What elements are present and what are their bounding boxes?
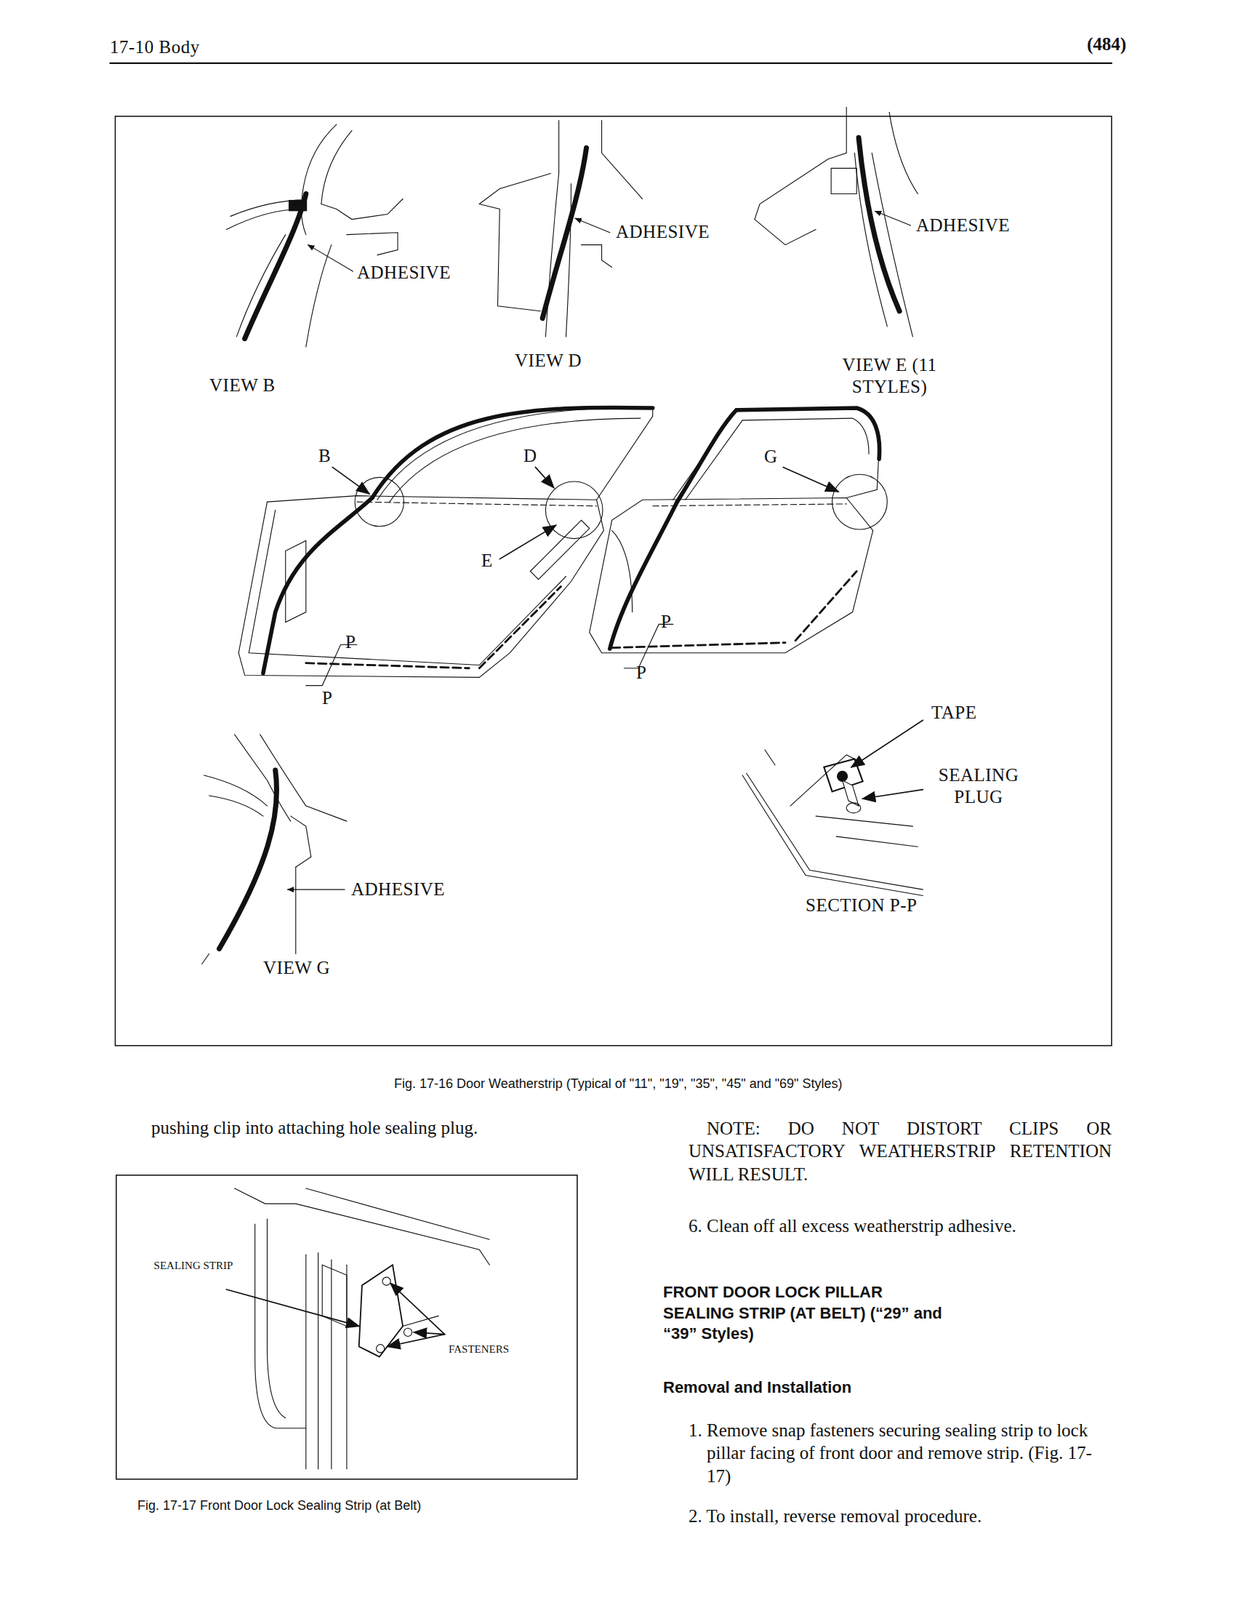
figure-frame — [114, 116, 1111, 1046]
note-text: NOTE: DO NOT DISTORT CLIPS OR UNSATISFAC… — [688, 1116, 1112, 1186]
section-pp-sketch — [742, 719, 923, 896]
view-letter: B — [318, 444, 331, 467]
figure-caption: Fig. 17-16 Door Weatherstrip (Typical of… — [394, 1076, 843, 1093]
part-label: SEALING PLUG — [922, 764, 1035, 808]
page-number: (484) — [1086, 33, 1127, 56]
view-letter: E — [481, 549, 493, 572]
view-label: VIEW G — [263, 956, 331, 979]
section-letter: P — [636, 661, 647, 684]
view-label: VIEW D — [514, 349, 582, 372]
page-header: 17-10 Body — [109, 36, 200, 59]
adhesive-callout: ADHESIVE — [356, 261, 451, 284]
body-text: pushing clip into attaching hole sealing… — [151, 1116, 478, 1139]
section-label: SECTION P-P — [805, 894, 917, 917]
view-letter: G — [764, 445, 778, 468]
sub-heading: Removal and Installation — [663, 1377, 852, 1399]
part-label: FASTENERS — [448, 1342, 509, 1356]
view-g-sketch — [202, 734, 347, 965]
view-e-sketch — [754, 106, 918, 337]
drawing-group — [109, 63, 1111, 1479]
part-label: SEALING STRIP — [152, 1258, 235, 1272]
adhesive-callout: ADHESIVE — [916, 214, 1010, 237]
step-text: 2. To install, reverse removal procedure… — [688, 1505, 982, 1527]
view-label: VIEW B — [209, 374, 276, 397]
front-door-sketch — [238, 407, 653, 685]
section-letter: P — [322, 687, 333, 709]
lock-pillar-sketch — [226, 1188, 490, 1469]
step-text: 1. Remove snap fasteners securing sealin… — [688, 1418, 1112, 1487]
step-text: 6. Clean off all excess weatherstrip adh… — [688, 1214, 1017, 1237]
figure-caption: Fig. 17-17 Front Door Lock Sealing Strip… — [137, 1497, 421, 1514]
view-label: VIEW E (11 STYLES) — [815, 354, 964, 398]
view-letter: D — [523, 444, 538, 467]
adhesive-callout: ADHESIVE — [615, 221, 710, 243]
header-rule — [109, 62, 1111, 64]
rear-door-sketch — [589, 407, 888, 669]
part-label: TAPE — [931, 701, 978, 724]
figure-frame — [116, 1174, 578, 1479]
view-b-sketch — [226, 124, 403, 347]
section-heading: FRONT DOOR LOCK PILLAR SEALING STRIP (AT… — [663, 1281, 944, 1345]
section-letter: P — [345, 631, 356, 653]
section-letter: P — [660, 610, 672, 633]
adhesive-callout: ADHESIVE — [351, 878, 445, 901]
